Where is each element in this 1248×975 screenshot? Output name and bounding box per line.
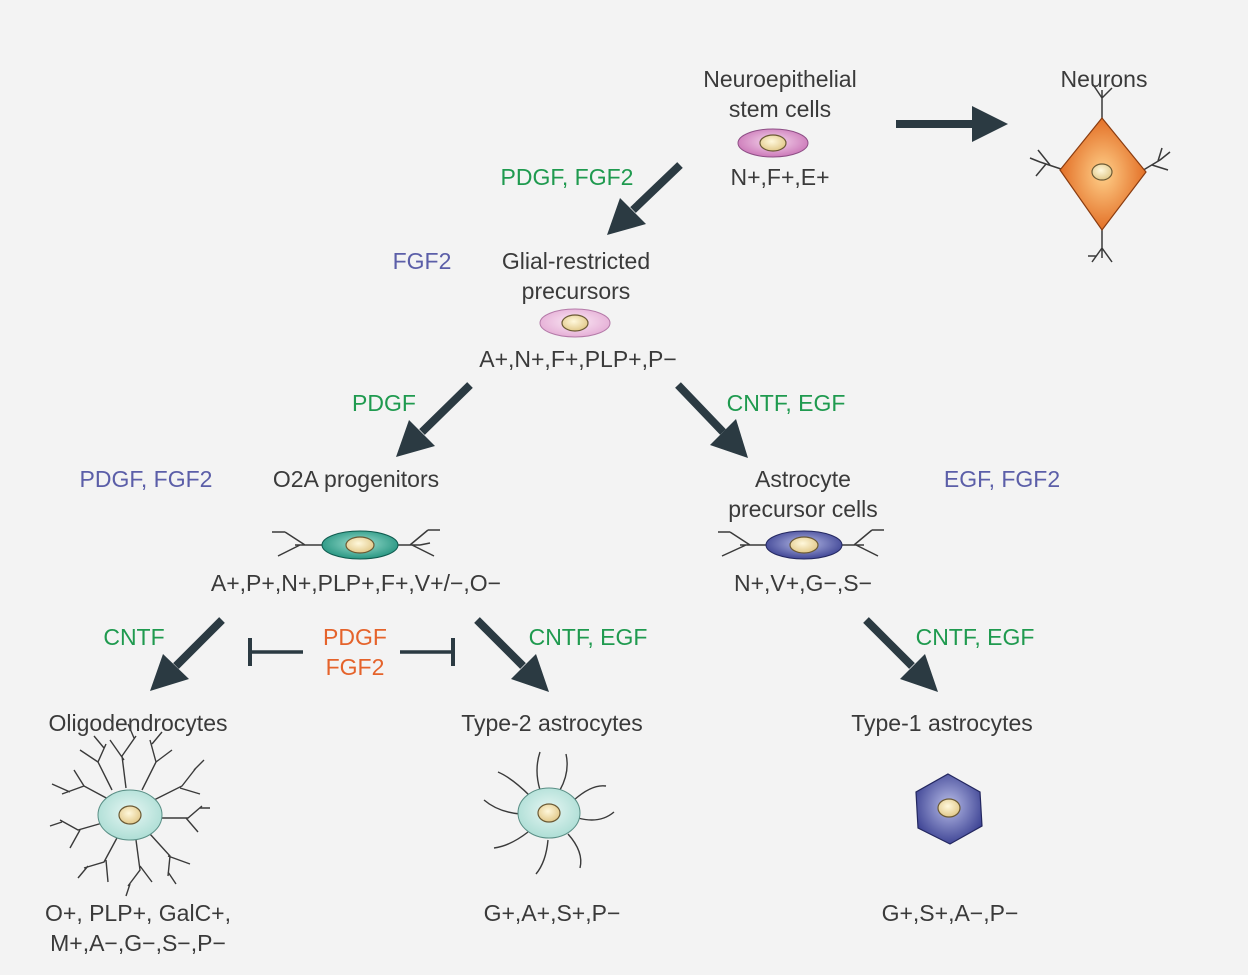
arrow-to-o2a (396, 382, 473, 457)
label-neurons: Neurons (1060, 66, 1148, 92)
type1-astrocyte-cell (915, 773, 983, 845)
factor-astrocyte-precursor-self-renewal: EGF, FGF2 (943, 466, 1061, 492)
arrow-neuroepithelial-to-neurons (896, 106, 1008, 142)
markers-oligodendrocytes: O+, PLP+, GalC+, M+,A−,G−,S−,P− (44, 900, 232, 956)
arrow-to-astrocyte-precursor (675, 382, 748, 458)
factor-to-oligodendrocytes: CNTF (103, 624, 165, 650)
factor-glial-restricted-self-renewal: FGF2 (392, 248, 452, 274)
oligodendrocyte-cell (49, 723, 210, 897)
astrocyte-precursor-cell (718, 529, 884, 560)
inhibition-right (400, 638, 455, 666)
label-oligodendrocytes: Oligodendrocytes (48, 710, 228, 736)
arrow-to-glial-restricted (607, 162, 683, 235)
label-type2-astrocytes: Type-2 astrocytes (461, 710, 643, 736)
factor-to-astrocyte-precursor: CNTF, EGF (726, 390, 846, 416)
markers-type2-astrocytes: G+,A+,S+,P− (483, 900, 621, 926)
glial-restricted-precursor-cell (539, 308, 611, 338)
label-glial-restricted-precursors: Glial-restricted precursors (501, 248, 651, 304)
factor-inhibitor: PDGF FGF2 (323, 624, 387, 680)
factor-to-type1-astrocytes: CNTF, EGF (915, 624, 1035, 650)
neuroepithelial-stem-cell (737, 128, 809, 158)
label-neuroepithelial-stem-cells: Neuroepithelial stem cells (703, 66, 857, 122)
markers-o2a: A+,P+,N+,PLP+,F+,V+/−,O− (210, 570, 502, 596)
arrow-to-type1-astrocytes (863, 617, 938, 692)
markers-astrocyte-precursor: N+,V+,G−,S− (733, 570, 873, 596)
markers-glial-restricted: A+,N+,F+,PLP+,P− (479, 346, 677, 372)
markers-neuroepithelial: N+,F+,E+ (730, 164, 830, 190)
o2a-progenitor-cell (272, 529, 440, 560)
factor-to-type2-astrocytes: CNTF, EGF (528, 624, 648, 650)
arrow-to-oligodendrocytes (150, 617, 225, 691)
markers-type1-astrocytes: G+,S+,A−,P− (881, 900, 1019, 926)
inhibition-left (248, 638, 303, 666)
arrow-to-type2-astrocytes (474, 617, 549, 692)
factor-to-glial-restricted: PDGF, FGF2 (500, 164, 634, 190)
label-astrocyte-precursor-cells: Astrocyte precursor cells (728, 466, 878, 522)
label-type1-astrocytes: Type-1 astrocytes (851, 710, 1033, 736)
type2-astrocyte-cell (483, 751, 615, 875)
neuron-cell (1029, 85, 1171, 263)
factor-o2a-self-renewal: PDGF, FGF2 (79, 466, 213, 492)
label-o2a-progenitors: O2A progenitors (272, 466, 440, 492)
factor-to-o2a: PDGF (352, 390, 416, 416)
